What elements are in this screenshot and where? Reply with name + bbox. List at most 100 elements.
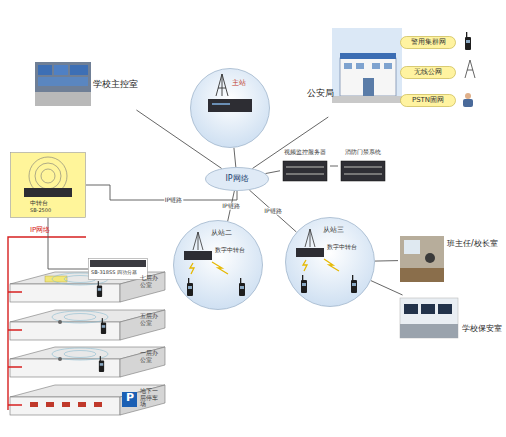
coverage-wave — [64, 351, 96, 358]
window — [384, 63, 392, 69]
coverage-wave — [35, 163, 61, 189]
node-title: PSTN固网 — [400, 94, 456, 107]
floor-front — [10, 284, 120, 302]
station-circle-shape — [191, 69, 270, 148]
desk — [400, 324, 458, 338]
floor-band: 七层办公室 — [10, 272, 170, 304]
node-title: 七层办公室 — [140, 275, 160, 288]
phone-user — [463, 99, 473, 107]
walkie-talkie — [99, 356, 104, 372]
parking-letter: P — [126, 392, 134, 404]
agency-group: 公安局 警用集群网无线公网 PSTN固网 — [305, 25, 487, 117]
node-title: 公安局 — [307, 89, 334, 99]
window — [344, 63, 352, 69]
node-title: IP网络 — [205, 167, 269, 191]
node-title: 学校主控室 — [93, 80, 138, 90]
cell-tower — [465, 60, 475, 78]
floor-side — [120, 310, 165, 340]
server-chassis — [283, 161, 327, 181]
car — [94, 402, 102, 407]
link-label: IP链路 — [263, 208, 282, 215]
coverage-wave — [52, 311, 108, 323]
person — [425, 253, 435, 263]
repeater-unit — [296, 248, 324, 257]
monitor — [421, 304, 435, 314]
monitor — [404, 304, 418, 314]
window — [372, 63, 380, 69]
server-bay — [344, 166, 382, 168]
walkie-talkie — [239, 278, 245, 296]
node-title: 学校保安室 — [462, 325, 502, 334]
floor-side — [120, 385, 165, 415]
station-circle: 从站三数字中转台 — [285, 217, 375, 307]
building-repeater-equipment — [24, 157, 146, 372]
floor-band: 地下一层停车场 — [10, 385, 170, 417]
station-circle-outline — [190, 68, 270, 148]
network-link — [371, 281, 403, 295]
server-box: 消防门禁系统 — [338, 148, 388, 184]
location-photo: 学校主控室 — [35, 60, 165, 110]
screen — [38, 77, 88, 86]
repeater-box-shape — [11, 153, 86, 218]
walkie-talkie — [301, 275, 307, 293]
repeater-unit — [208, 99, 252, 112]
network-pill: 无线公网 — [400, 66, 456, 79]
server-chassis — [341, 161, 385, 181]
desk — [400, 268, 444, 282]
parking-sign — [122, 392, 137, 407]
school-building — [10, 272, 165, 415]
main-station-equipment — [208, 74, 252, 112]
car — [62, 402, 70, 407]
indoor-antenna — [58, 320, 62, 324]
splitter-unit — [90, 260, 146, 267]
car — [30, 402, 38, 407]
node-title: 主站 — [232, 80, 246, 88]
car — [78, 402, 86, 407]
station-circle: 主站 — [190, 68, 270, 148]
walkie-talkie — [465, 32, 471, 50]
node-title: 中转台 — [30, 200, 48, 207]
network-link — [330, 166, 338, 167]
network-cloud-shape — [206, 168, 269, 191]
node-subtitle: 数字中转台 — [327, 244, 357, 251]
walkie-talkie — [187, 278, 193, 296]
repeater-box: 中转台SB-2500 — [10, 152, 86, 218]
ground — [332, 96, 402, 103]
window — [404, 240, 420, 254]
repeater-panel — [212, 103, 230, 105]
server-bay — [286, 166, 324, 168]
node-subtitle: 数字中转台 — [215, 247, 245, 254]
office-photo — [400, 236, 444, 282]
station-circle-shape — [286, 218, 375, 307]
floor-band: 一层办公室 — [10, 347, 170, 379]
radio-link — [212, 262, 228, 274]
police-network-icons — [463, 32, 475, 107]
building — [340, 58, 396, 96]
radio-link — [324, 259, 339, 271]
node-title: 从站三 — [323, 227, 344, 235]
network-pill: 警用集群网 — [400, 36, 456, 49]
screen — [54, 65, 68, 75]
police-building-photo — [332, 28, 402, 103]
splitter-box-shape — [89, 259, 148, 280]
network-link — [266, 171, 280, 174]
walkie-talkie — [97, 281, 102, 297]
radio-link — [190, 263, 194, 274]
phone-user — [465, 93, 471, 99]
sky — [332, 28, 402, 103]
coverage-wave — [64, 314, 96, 321]
coverage-wave — [52, 348, 108, 360]
station-circle: 从站二数字中转台 — [173, 220, 263, 310]
indoor-antenna — [58, 357, 62, 361]
photo-frame — [35, 62, 91, 106]
node-title: 消防门禁系统 — [338, 149, 388, 155]
floor-front — [10, 359, 120, 377]
photo-frame — [400, 236, 444, 282]
network-pill-shape — [401, 37, 456, 49]
server-box: 视频监控服务器 — [280, 148, 330, 184]
link-label: IP链路 — [164, 197, 183, 204]
network-link — [48, 218, 88, 269]
car — [46, 402, 54, 407]
